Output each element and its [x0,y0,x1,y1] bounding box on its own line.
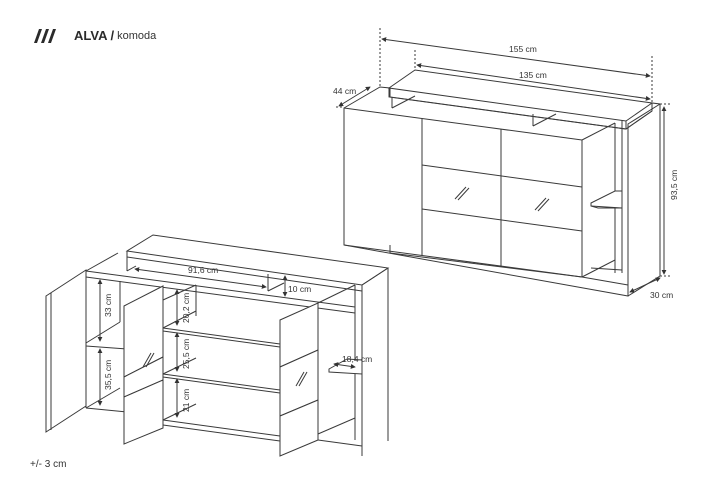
dim-top-inner-width: 91,6 cm [188,265,218,275]
dim-center-bottom-height: 21 cm [181,389,191,412]
dim-height: 93,5 cm [669,170,679,200]
dim-center-middle-height: 25,5 cm [181,339,191,369]
triple-slash-logo-icon [34,28,56,43]
dim-side-shelf-depth: 18,4 cm [342,354,372,364]
open-view-drawing [45,234,390,457]
closed-view-drawing [336,28,672,297]
dim-total-width: 155 cm [509,44,537,54]
header: ALVA / komoda [30,28,156,43]
dim-depth: 44 cm [333,86,356,96]
dim-left-lower-height: 35,5 cm [103,360,113,390]
tolerance-note: +/- 3 cm [30,459,67,470]
dim-body-depth: 30 cm [650,290,673,300]
title-separator: / [110,28,115,43]
dim-top-shelf-width: 135 cm [519,70,547,80]
dim-top-gap-height: 10 cm [288,284,311,294]
product-name: ALVA [74,28,108,43]
dim-center-top-height: 20,2 cm [181,293,191,323]
product-type: komoda [117,29,157,42]
dim-left-upper-height: 33 cm [103,294,113,317]
